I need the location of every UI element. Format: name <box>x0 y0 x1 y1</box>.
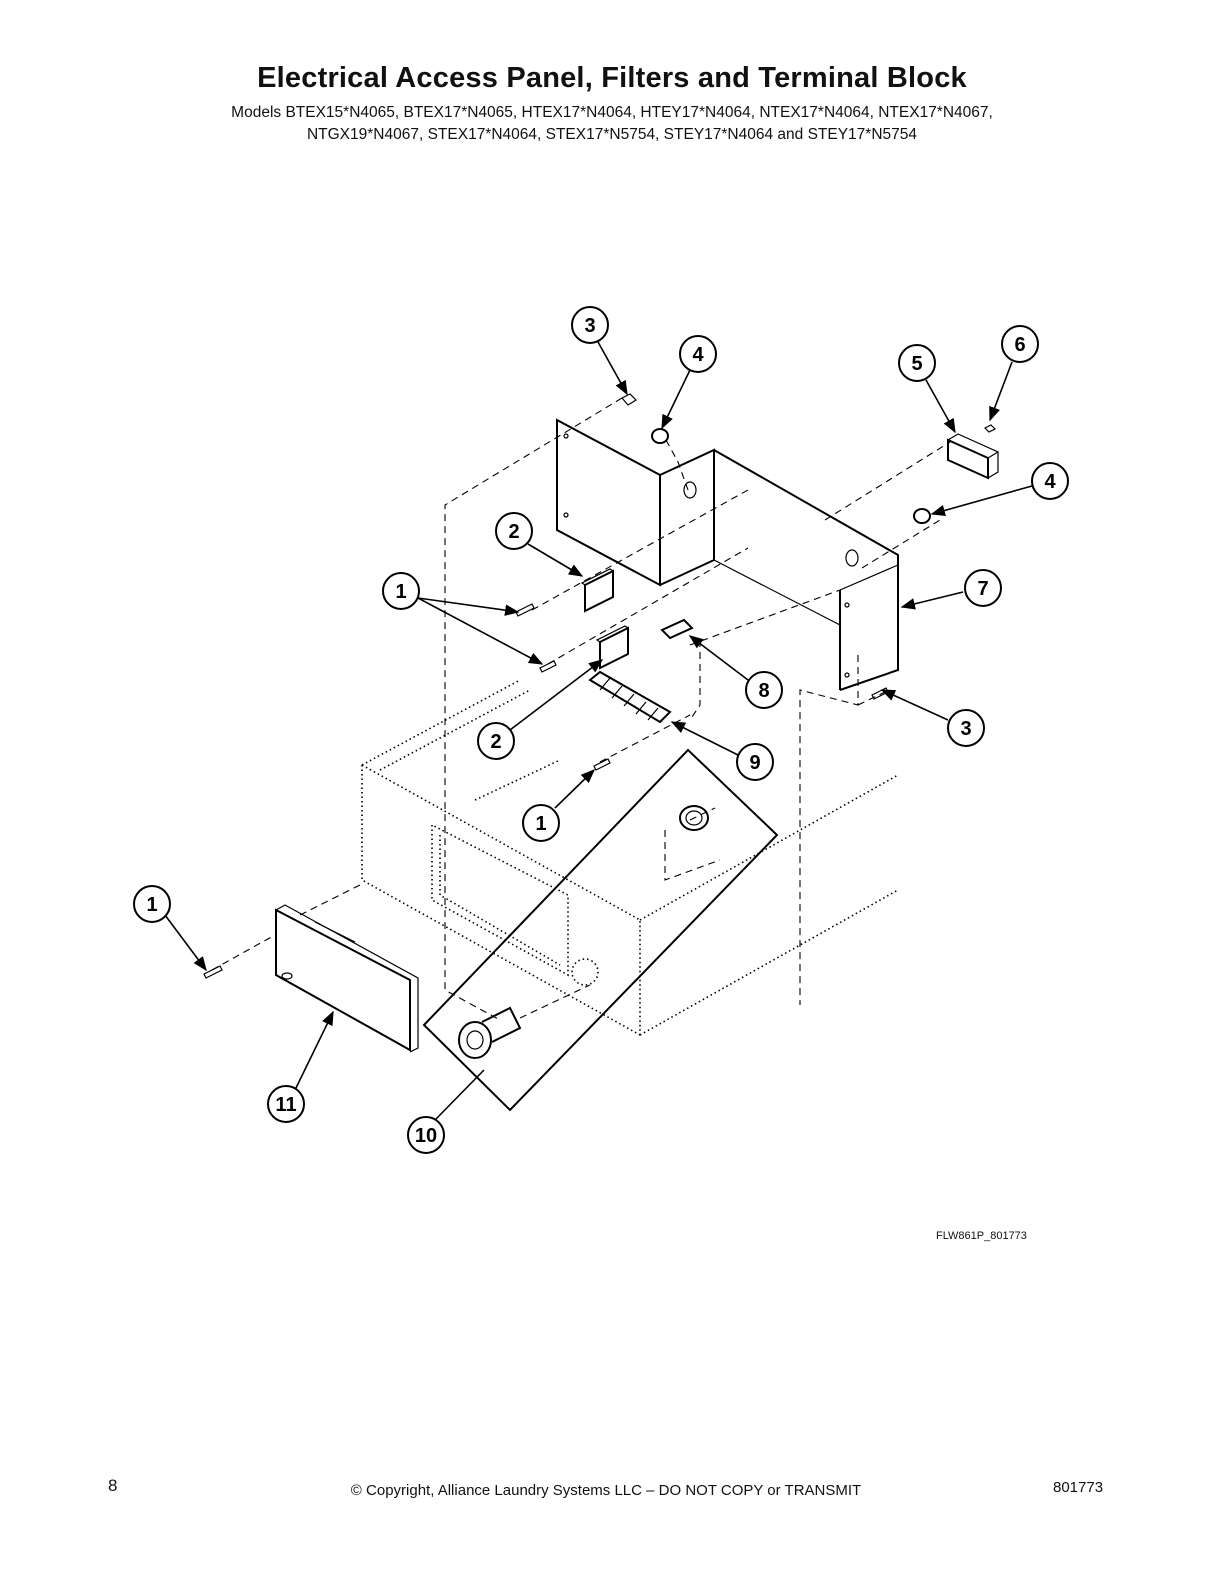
callout-8: 8 <box>745 671 783 709</box>
document-number: 801773 <box>1053 1479 1104 1496</box>
svg-text:7: 7 <box>977 578 988 600</box>
bracket-panel <box>556 418 899 691</box>
models-line-1: Models BTEX15*N4065, BTEX17*N4065, HTEX1… <box>231 104 993 121</box>
page-number: 8 <box>108 1476 118 1495</box>
leader-lines <box>164 341 1033 1121</box>
callout-10: 10 <box>407 1116 445 1154</box>
strain-relief-inset <box>422 748 779 1112</box>
svg-text:1: 1 <box>146 894 157 916</box>
access-panel-cover <box>275 904 419 1053</box>
callouts: 3 4 6 5 4 2 1 7 8 3 2 9 <box>133 306 1069 1154</box>
svg-text:2: 2 <box>490 731 501 753</box>
svg-text:11: 11 <box>275 1094 296 1116</box>
svg-text:5: 5 <box>911 353 922 375</box>
callout-5: 5 <box>898 344 936 382</box>
svg-text:1: 1 <box>395 581 406 603</box>
svg-text:9: 9 <box>749 752 760 774</box>
callout-7: 7 <box>964 569 1002 607</box>
svg-text:2: 2 <box>508 521 519 543</box>
callout-3-top: 3 <box>571 306 609 344</box>
models-line-2: NTGX19*N4067, STEX17*N4064, STEX17*N5754… <box>306 126 918 143</box>
callout-4-right: 4 <box>1031 462 1069 500</box>
cabinet-outline <box>361 679 899 1036</box>
page-title: Electrical Access Panel, Filters and Ter… <box>257 62 967 94</box>
callout-11: 11 <box>267 1085 305 1123</box>
svg-text:4: 4 <box>1044 471 1056 493</box>
callout-9: 9 <box>736 743 774 781</box>
svg-text:4: 4 <box>692 344 704 366</box>
assembly-lines <box>211 397 951 1021</box>
svg-text:6: 6 <box>1014 334 1025 356</box>
copyright-notice: © Copyright, Alliance Laundry Systems LL… <box>350 1482 862 1499</box>
svg-text:1: 1 <box>535 813 546 835</box>
svg-text:3: 3 <box>960 718 971 740</box>
small-parts <box>203 393 1000 979</box>
callout-1-upper: 1 <box>382 572 420 610</box>
callout-3-right: 3 <box>947 709 985 747</box>
callout-2-upper: 2 <box>495 512 533 550</box>
callout-1-left: 1 <box>133 885 171 923</box>
callout-6: 6 <box>1001 325 1039 363</box>
svg-text:10: 10 <box>415 1125 437 1147</box>
callout-2-lower: 2 <box>477 722 515 760</box>
svg-text:8: 8 <box>758 680 769 702</box>
callout-1-middle: 1 <box>522 804 560 842</box>
drawing-id: FLW861P_801773 <box>936 1230 1027 1242</box>
callout-4-top: 4 <box>679 335 717 373</box>
svg-text:3: 3 <box>584 315 595 337</box>
